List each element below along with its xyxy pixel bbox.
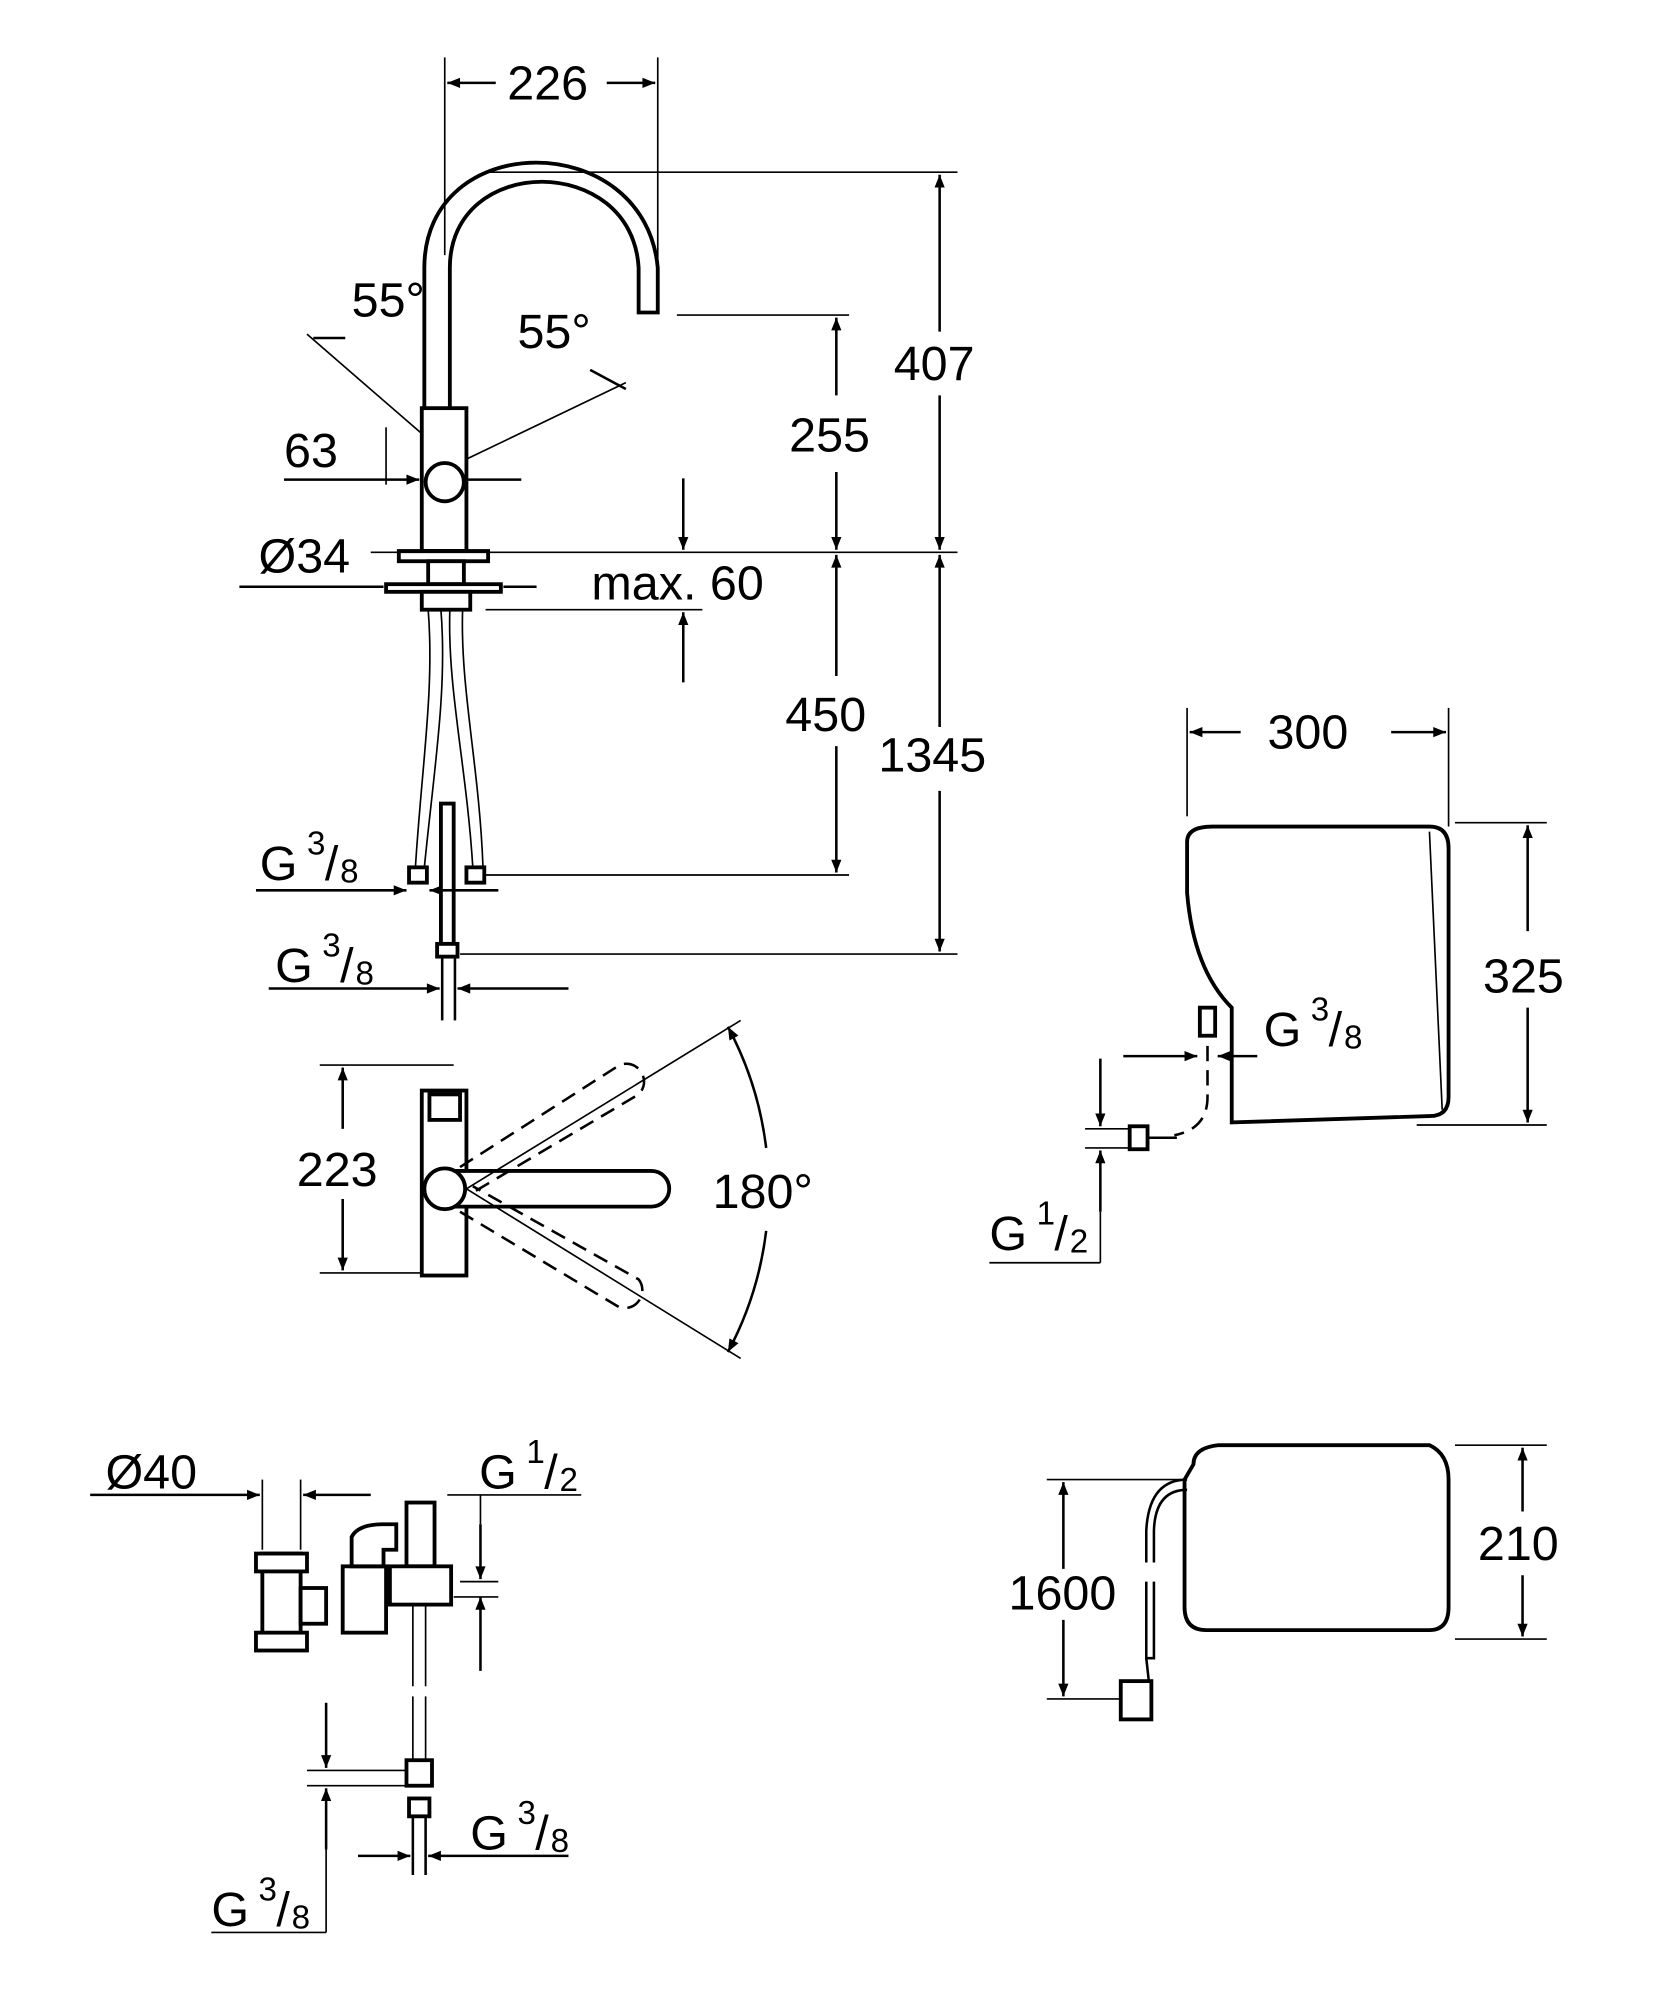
svg-text:8: 8 <box>292 1900 310 1937</box>
svg-text:2: 2 <box>560 1462 578 1499</box>
svg-text:2: 2 <box>1070 1224 1088 1261</box>
spout <box>422 160 660 409</box>
svg-text:1: 1 <box>526 1434 544 1471</box>
svg-text:G: G <box>211 1883 249 1937</box>
svg-text:/: / <box>544 1446 558 1500</box>
faucet-top-view <box>319 1019 768 1360</box>
dim-450: 450 <box>785 688 866 742</box>
svg-text:8: 8 <box>1344 1019 1362 1056</box>
svg-text:/: / <box>325 837 339 891</box>
svg-text:3: 3 <box>1311 991 1329 1028</box>
valve-assembly <box>90 1479 582 1934</box>
svg-text:8: 8 <box>551 1823 569 1860</box>
dim-325: 325 <box>1483 949 1564 1003</box>
svg-text:/: / <box>1054 1207 1068 1261</box>
svg-text:3: 3 <box>307 826 325 863</box>
dimension-lines <box>239 57 958 994</box>
dim-223: 223 <box>297 1143 378 1197</box>
dim-d40: Ø40 <box>105 1446 197 1500</box>
dim-226: 226 <box>507 56 588 110</box>
svg-text:3: 3 <box>322 928 340 965</box>
svg-text:G: G <box>275 939 313 993</box>
svg-text:/: / <box>276 1883 290 1937</box>
svg-text:/: / <box>340 939 354 993</box>
svg-text:G: G <box>470 1806 508 1860</box>
faucet-front-view <box>306 160 660 1021</box>
svg-text:G: G <box>1264 1003 1302 1057</box>
dim-1345: 1345 <box>878 729 986 783</box>
svg-text:G: G <box>479 1446 517 1500</box>
lever-hub <box>423 461 466 504</box>
svg-text:/: / <box>535 1806 549 1860</box>
svg-text:8: 8 <box>340 854 358 891</box>
svg-text:G: G <box>260 837 298 891</box>
dim-1600: 1600 <box>1009 1567 1117 1621</box>
dim-180: 180° <box>713 1165 813 1219</box>
boiler-side-view <box>1046 1443 1547 1722</box>
lever <box>442 1169 672 1209</box>
boiler-front-view <box>989 707 1547 1264</box>
dim-angle-left: 55° <box>352 273 425 327</box>
svg-text:1: 1 <box>1037 1195 1055 1232</box>
dim-63: 63 <box>284 424 338 478</box>
dim-255: 255 <box>789 409 870 463</box>
dim-max60: max. 60 <box>591 556 763 610</box>
svg-text:3: 3 <box>259 1872 277 1909</box>
hoses <box>414 609 484 868</box>
dim-300: 300 <box>1267 706 1348 760</box>
dim-d34: Ø34 <box>259 530 351 584</box>
dim-407: 407 <box>894 337 975 391</box>
svg-text:G: G <box>989 1207 1027 1261</box>
svg-text:8: 8 <box>355 956 373 993</box>
svg-text:3: 3 <box>517 1795 535 1832</box>
svg-text:/: / <box>1329 1003 1343 1057</box>
dim-210: 210 <box>1478 1517 1559 1571</box>
dim-angle-right: 55° <box>517 305 590 359</box>
